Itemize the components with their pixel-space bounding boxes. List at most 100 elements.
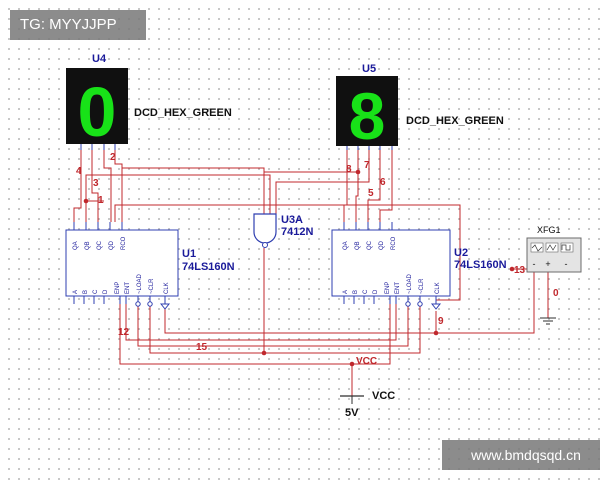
chip-refdes: U1 [182,248,196,260]
gate-refdes: U3A [281,214,303,226]
net-label-13: 13 [514,265,526,276]
terminal-label: - [565,259,568,269]
pin-label: B [353,290,359,294]
pin-label: A [343,290,349,294]
clock-marker [159,303,171,310]
net-label-7: 7 [364,160,370,171]
pin-label: C [93,289,99,294]
inverter-bubble [262,242,268,248]
wire-vcc-ent [125,296,397,341]
net-label-6: 6 [380,177,386,188]
pin-label: RCO [391,236,397,250]
net-label-15: 15 [196,342,208,353]
wire-net-3 [91,147,99,222]
sine-wave-icon [530,242,544,253]
pin-label: ENP [385,282,391,294]
net-label-8: 8 [346,164,352,175]
triangle-wave-icon [545,242,559,253]
vcc-source[interactable]: VCC 5V [340,390,395,419]
junctions [83,169,515,367]
gate-part-label: 7412N [281,226,313,238]
net-labels: 4 3 2 1 8 7 6 5 12 15 9 13 0 VCC [76,152,559,367]
display-refdes: U4 [92,53,107,65]
inverter-bubble [405,301,411,307]
square-wave-icon [560,242,574,253]
net-label-9: 9 [438,316,444,327]
pin-label: ~CLR [419,278,425,294]
junction-dot [349,361,355,367]
counter-u1[interactable]: QA QB QC QD RCO A B C D ENP ENT ~LOAD ~C… [65,222,235,310]
watermark-bottom-right: www.bmdqsqd.cn [442,440,600,470]
terminal-label: + [545,259,550,269]
wire-gate-in-2 [85,174,271,215]
pin-label: QD [379,240,385,250]
chip-part-label: 74LS160N [454,259,507,271]
watermark-top-left: TG: MYYJJPP [10,10,146,40]
pin-label: QB [355,241,361,250]
wire-carry [114,204,461,301]
terminal-label: - [533,259,536,269]
display-part-label: DCD_HEX_GREEN [406,115,504,127]
pin-label: RCO [121,236,127,250]
net-label-12: 12 [118,327,130,338]
wire-gate-in-1 [122,167,265,215]
inverter-bubble [417,301,423,307]
wire-u2-qb [355,172,359,222]
pin-label: ~LOAD [137,273,143,294]
sine-wave-glyph [531,244,543,252]
junction-dot [83,198,89,204]
pin-label: ENT [395,282,401,294]
net-label-0: 0 [553,288,559,299]
pin-label: A [73,290,79,294]
junction-dot [509,266,515,272]
pin-label: QD [109,240,115,250]
pin-label: QC [97,240,103,250]
pin-label: ENP [115,282,121,294]
wire-vcc-u1 [119,296,352,365]
vcc-voltage-label: 5V [345,407,359,419]
pin-label: D [373,289,379,294]
function-generator-xfg1[interactable]: XFG1 - + - [526,225,582,273]
wire-net-8 [343,147,348,222]
display-part-label: DCD_HEX_GREEN [134,107,232,119]
wire-net-7 [264,147,359,173]
display-body [336,76,398,146]
wire-vcc-u2 [352,296,391,365]
wire-net-4 [73,147,82,222]
ground-symbol [540,317,556,325]
wire-net-2 [103,147,112,222]
pin-label: QC [367,240,373,250]
display-digit: 0 [78,73,117,151]
wire-clock [436,272,535,334]
net-label-2: 2 [110,152,116,163]
chip-body [65,229,179,297]
pin-label: QA [73,241,79,250]
display-body [66,68,128,144]
net-label-1: 1 [98,195,104,206]
chip-body [331,229,451,297]
display-refdes: U5 [362,63,376,75]
chip-refdes: U2 [454,247,468,259]
wire-net-6 [275,147,370,215]
wire-u2-qd [379,147,393,222]
pin-label: D [103,289,109,294]
pin-label: QA [343,241,349,250]
display-u4[interactable]: U4 0 DCD_HEX_GREEN [66,53,232,151]
wire-net-15 [149,296,421,354]
gate-body [253,213,277,244]
pin-label: B [83,290,89,294]
pin-label: ENT [125,282,131,294]
net-label-vcc: VCC [356,356,377,367]
counter-u2[interactable]: QA QB QC QD RCO A B C D ENP ENT ~LOAD ~C… [331,222,507,310]
display-u5[interactable]: U5 8 DCD_HEX_GREEN [336,63,504,153]
pin-label: ~LOAD [407,273,413,294]
wire-net-9 [164,305,437,334]
nand-gate-u3a[interactable]: U3A 7412N [253,213,313,248]
wire-vcc-enp [137,296,409,347]
triangle-wave-glyph [546,244,557,251]
pin-label: CLK [164,282,170,294]
pin-label: QB [85,241,91,250]
net-label-4: 4 [76,166,82,177]
